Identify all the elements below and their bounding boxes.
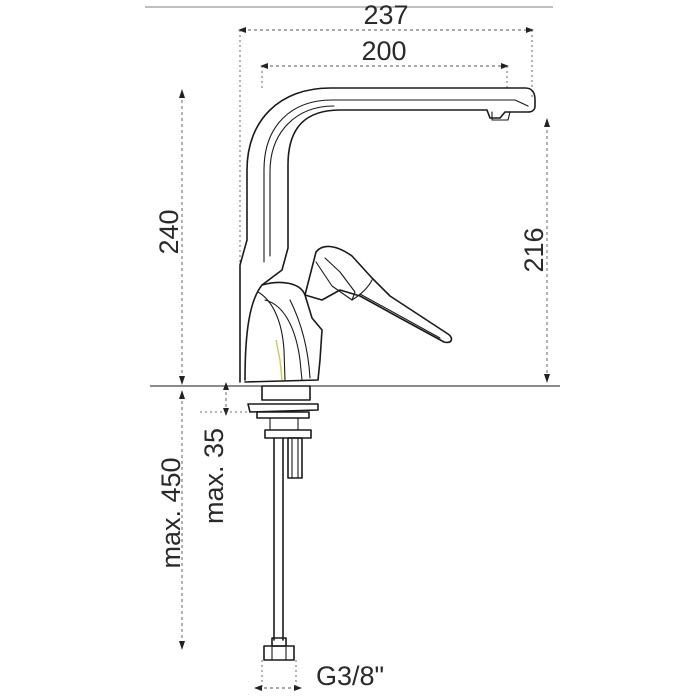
faucet-lever-handle: [304, 245, 453, 344]
max-deck-thickness-label: max. 35: [199, 428, 229, 524]
thread-label: G3/8": [316, 661, 384, 691]
dimension-max-deck-thickness: max. 35: [199, 382, 229, 524]
dimension-total-width: 237: [238, 0, 534, 33]
supply-hose: [263, 437, 295, 661]
dimension-total-height: 240: [154, 89, 185, 385]
max-hose-length-label: max. 450: [156, 457, 186, 568]
faucet-spout: [239, 87, 536, 383]
total-height-label: 240: [154, 209, 184, 254]
spout-reach-label: 200: [361, 36, 406, 66]
dimension-thread: G3/8": [254, 661, 384, 691]
total-width-label: 237: [363, 0, 408, 30]
extension-lines: [150, 30, 560, 688]
faucet-mixer-body: [244, 281, 323, 383]
dimension-max-hose-length: max. 450: [156, 390, 186, 650]
spout-height-label: 216: [519, 227, 549, 272]
dimension-spout-height: 216: [519, 118, 550, 383]
mounting-hardware: [247, 385, 319, 479]
dimension-spout-reach: 200: [260, 36, 509, 69]
